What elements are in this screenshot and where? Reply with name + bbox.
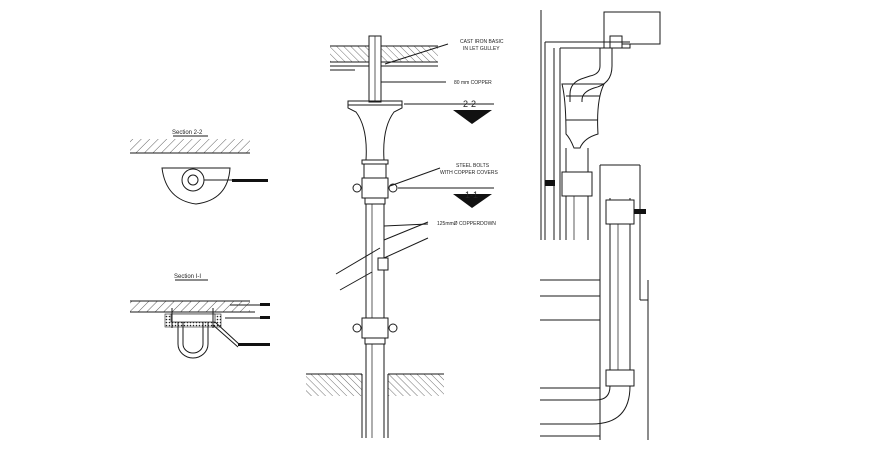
pipe-outer-circle xyxy=(181,168,205,192)
section-mark-2-2: 2-2 xyxy=(463,99,476,109)
upper-pipe-clamp xyxy=(361,177,389,199)
leader-tag xyxy=(260,303,270,306)
lower-pipe-clamp xyxy=(361,317,389,339)
leader-tag xyxy=(232,179,268,182)
clamp-bolt-right xyxy=(388,183,398,193)
hopper-head xyxy=(347,100,403,161)
wall-bracket-fixing xyxy=(634,209,646,214)
clamp-socket xyxy=(364,197,386,205)
section-2-2-detail: Section 2-2 xyxy=(130,130,268,205)
cast-iron-label-1: CAST IRON BASIC xyxy=(460,39,504,45)
section-marker-1-1 xyxy=(453,194,492,208)
cast-iron-label-2: IN LET GULLEY xyxy=(463,46,500,52)
section-mark-1-1: 1-1 xyxy=(465,190,478,200)
ground-hatch-right xyxy=(388,374,444,396)
wall-hatch xyxy=(130,139,250,153)
section-marker-2-2 xyxy=(453,110,492,124)
section-1-1-label: Section I-I xyxy=(174,274,201,280)
shoe-bend-inner xyxy=(540,385,611,401)
section-1-1-detail: Section I-I xyxy=(130,274,270,359)
hopper-collar xyxy=(361,159,389,165)
gutter-outline xyxy=(603,11,661,49)
clamp-bolt-right xyxy=(388,323,398,333)
bracket-outline xyxy=(161,167,231,205)
copper-80-label: 80 mm COPPER xyxy=(454,80,492,86)
clamp-bolt-left xyxy=(352,323,362,333)
leader-line xyxy=(383,223,429,227)
pipe-ring-inner xyxy=(182,322,204,354)
wall-hatch xyxy=(130,301,250,312)
leader-line xyxy=(384,43,449,65)
leader-line xyxy=(389,167,441,187)
steel-bolts-label-2: WITH COPPER COVERS xyxy=(440,170,498,176)
branch-pipe-bottom-right xyxy=(383,237,429,259)
pipe-shoe-socket xyxy=(605,369,635,387)
gutter-outlet xyxy=(621,43,631,49)
side-elevation xyxy=(540,10,661,440)
leader-line xyxy=(214,321,241,346)
side-pipe-clamp xyxy=(561,171,593,197)
clamp-socket xyxy=(364,337,386,345)
lower-pipe-clamp xyxy=(605,199,635,225)
pipe-ring-outer xyxy=(177,322,209,359)
steel-bolts-label-1: STEEL BOLTS xyxy=(456,163,490,169)
side-hopper xyxy=(561,83,605,149)
elevation-downpipe xyxy=(306,35,444,438)
branch-pipe-bottom xyxy=(339,271,373,291)
swan-neck-inner xyxy=(581,48,613,102)
hopper-neck xyxy=(363,163,387,179)
annotations: CAST IRON BASIC IN LET GULLEY 80 mm COPP… xyxy=(381,39,504,227)
shoe-bend-outer xyxy=(540,385,631,425)
bracket-clip xyxy=(170,313,216,323)
branch-pipe-top-right xyxy=(383,221,429,241)
wall-bracket-fixing xyxy=(545,180,555,186)
pipe-inner-circle xyxy=(187,174,199,186)
leader-tag xyxy=(260,316,270,319)
swan-neck-outer xyxy=(569,48,601,102)
branch-pipe-top xyxy=(335,247,381,275)
section-2-2-label: Section 2-2 xyxy=(172,130,203,136)
slab-hatch xyxy=(330,46,438,62)
branch-junction xyxy=(377,257,389,271)
leader-line xyxy=(212,324,239,348)
ground-hatch-left xyxy=(306,374,362,396)
clamp-bolt-left xyxy=(352,183,362,193)
copper-down-label: 125mmØ COPPERDOWN xyxy=(437,221,496,227)
leader-tag xyxy=(238,343,270,346)
